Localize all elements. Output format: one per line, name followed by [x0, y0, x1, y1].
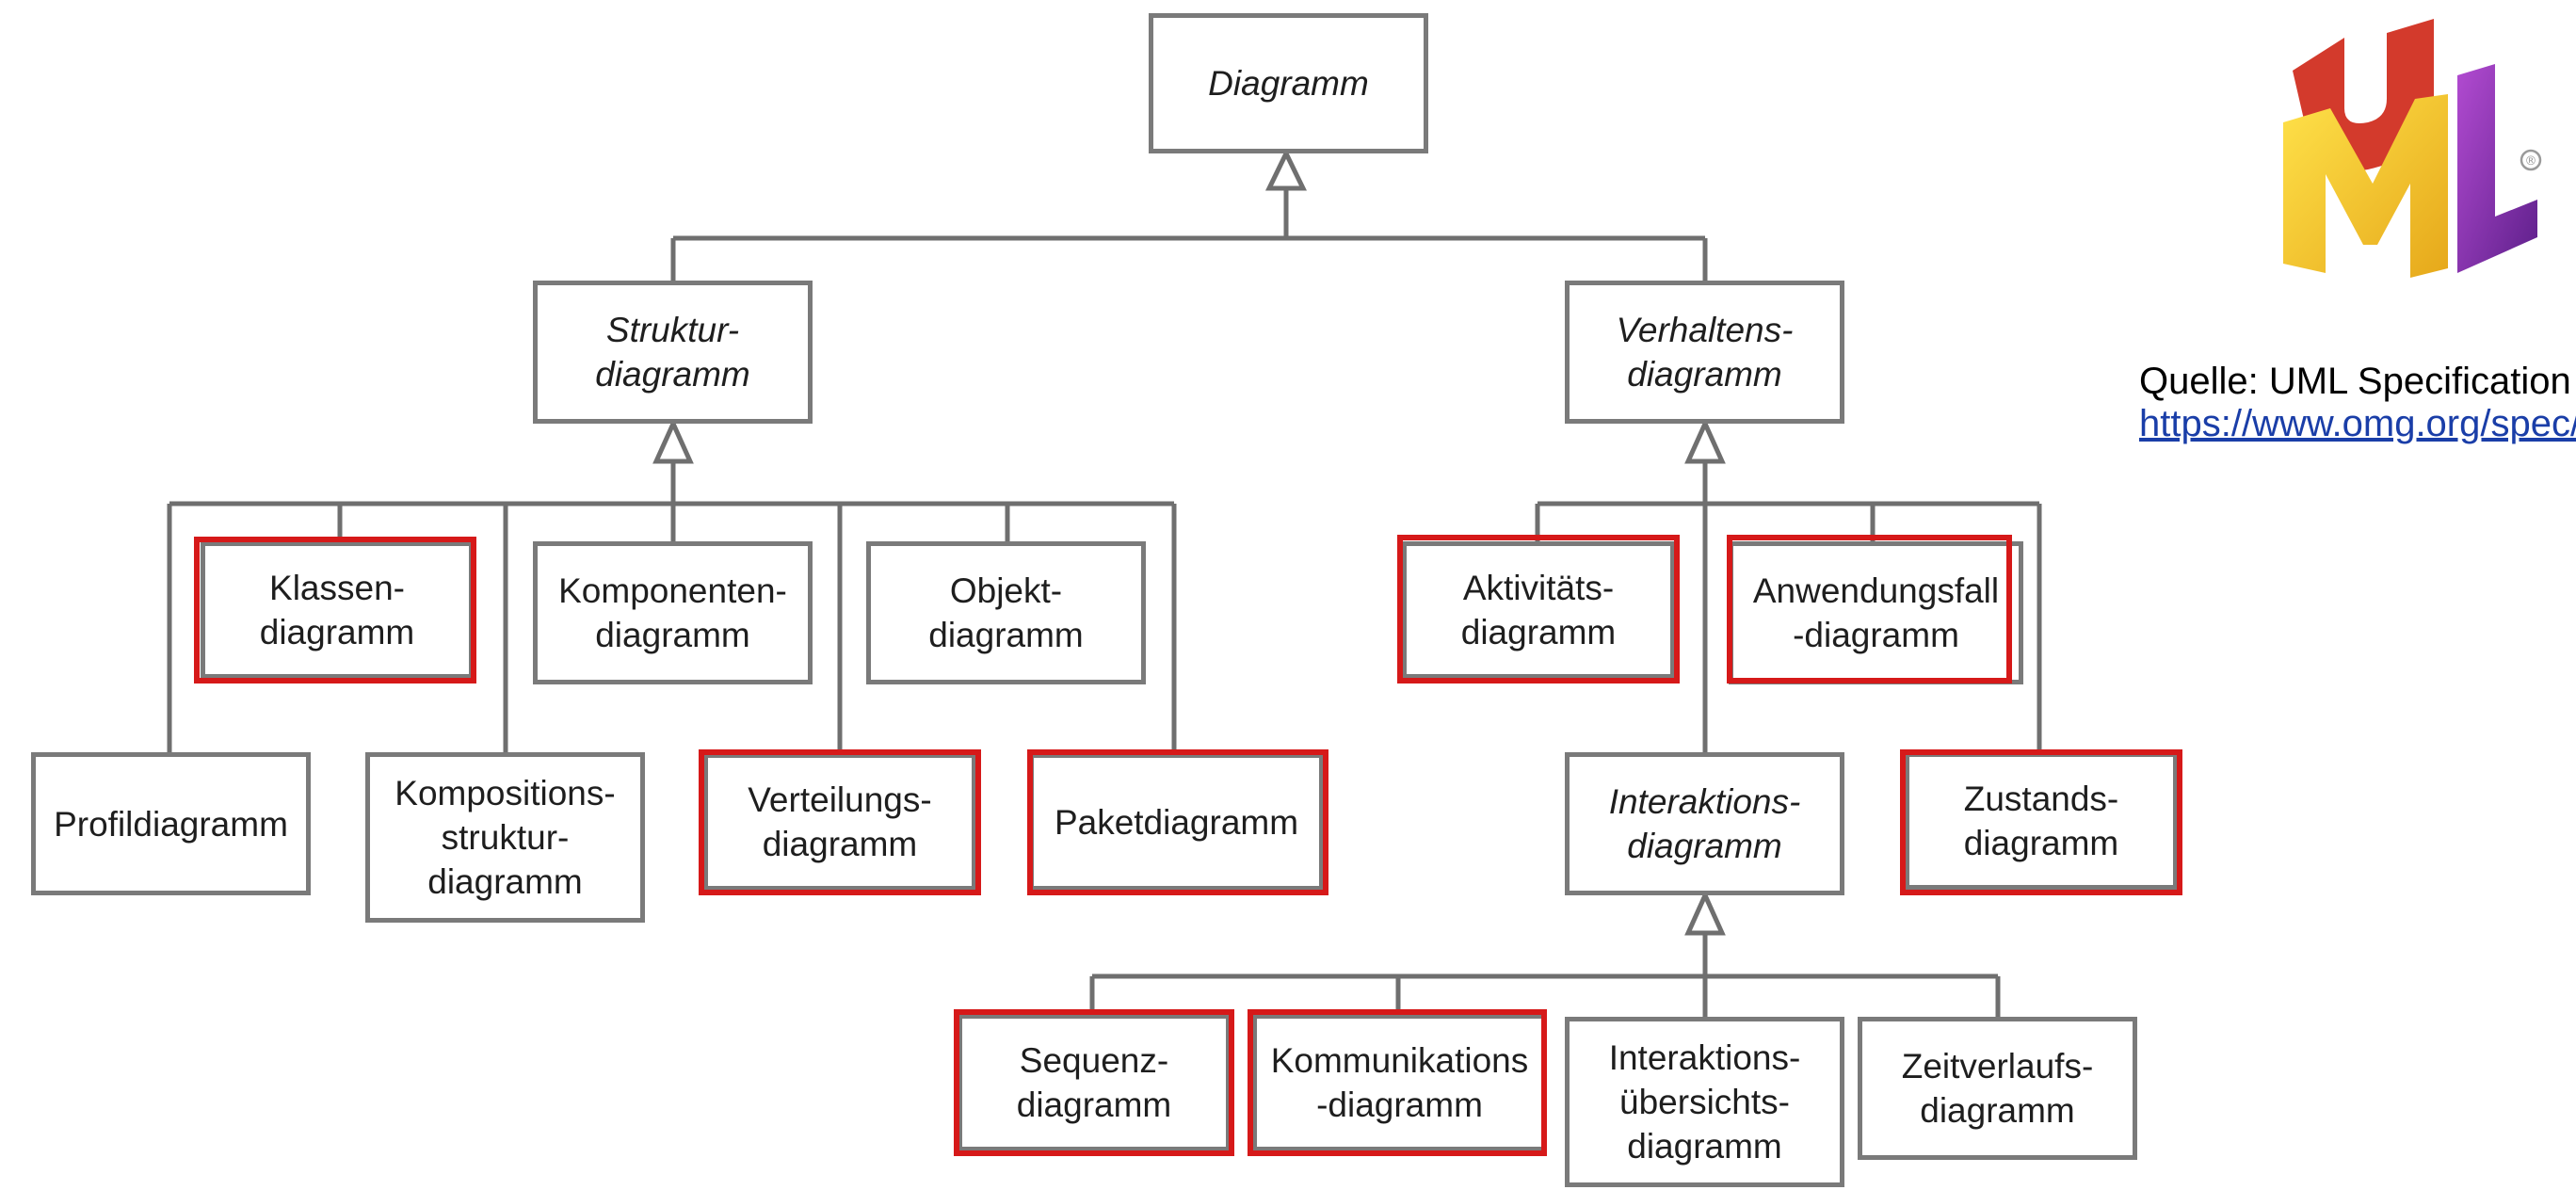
node-interaktionsuebersichtsdiagramm: Interaktions- übersichts- diagramm [1565, 1017, 1844, 1187]
node-komponentendiagramm: Komponenten- diagramm [533, 541, 813, 684]
node-verteilungsdiagramm: Verteilungs- diagramm [703, 753, 976, 891]
node-paketdiagramm: Paketdiagramm [1029, 753, 1324, 891]
svg-text:®: ® [2525, 154, 2537, 169]
node-sequenzdiagramm: Sequenz- diagramm [958, 1014, 1231, 1151]
node-anwendungsfalldiagramm: Anwendungsfall -diagramm [1729, 541, 2023, 684]
node-strukturdiagramm: Struktur- diagramm [533, 281, 813, 424]
node-zeitverlaufsdiagramm: Zeitverlaufs- diagramm [1858, 1017, 2137, 1160]
node-interaktionsdiagramm: Interaktions- diagramm [1565, 752, 1844, 895]
node-kompositionsstrukturdiagramm: Kompositions- struktur- diagramm [365, 752, 645, 923]
node-profildiagramm: Profildiagramm [31, 752, 311, 895]
generalization-arrowhead [1684, 417, 1726, 464]
node-diagramm: Diagramm [1149, 13, 1428, 153]
node-klassendiagramm: Klassen- diagramm [201, 541, 474, 679]
source-link[interactable]: https://www.omg.org/spec/UML [2139, 403, 2576, 444]
generalization-arrowhead [1265, 148, 1307, 191]
generalization-arrowhead [652, 417, 694, 464]
node-aktivitaetsdiagramm: Aktivitäts- diagramm [1402, 541, 1675, 679]
source-label: Quelle: UML Specification [2139, 361, 2571, 402]
generalization-arrowhead [1684, 889, 1726, 936]
node-verhaltensdiagramm: Verhaltens- diagramm [1565, 281, 1844, 424]
node-zustandsdiagramm: Zustands- diagramm [1905, 752, 2178, 890]
source-caption: Quelle: UML Specification https://www.om… [2139, 361, 2576, 445]
node-objektdiagramm: Objekt- diagramm [866, 541, 1146, 684]
node-kommunikationsdiagramm: Kommunikations -diagramm [1252, 1014, 1547, 1151]
uml-logo: ® [2283, 19, 2542, 278]
